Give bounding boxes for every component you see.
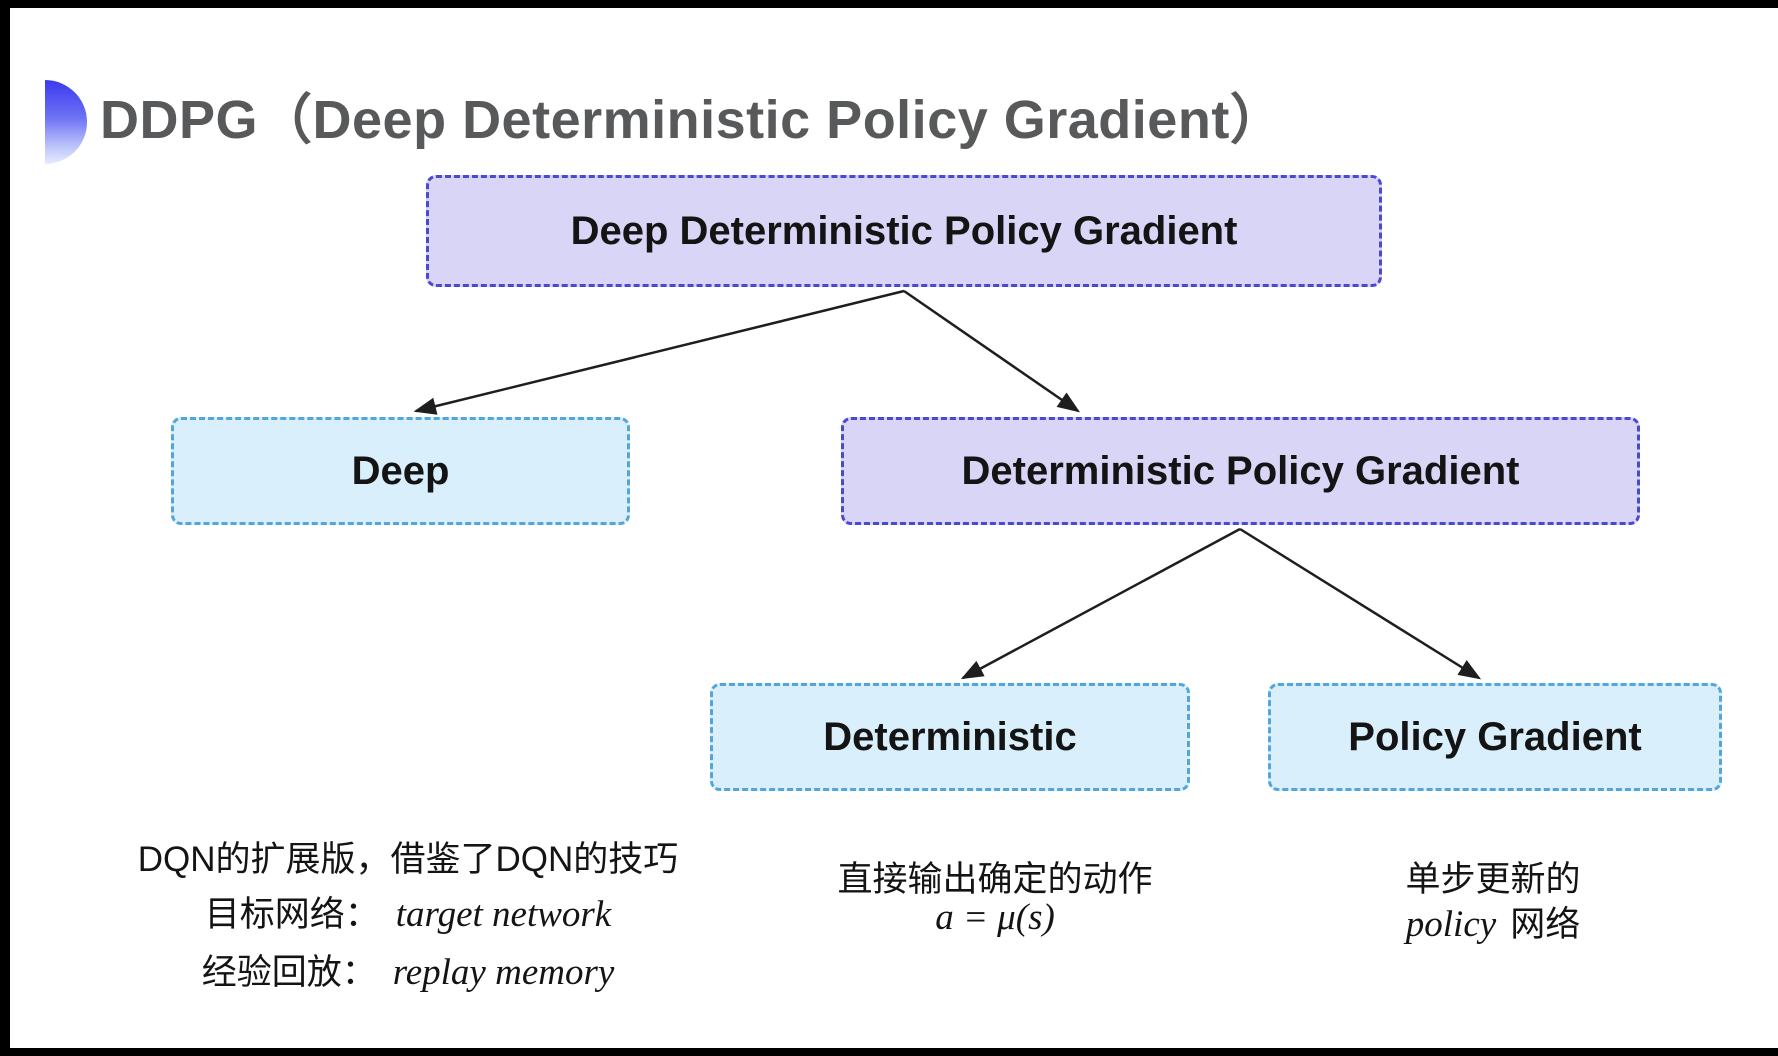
node-label: Policy Gradient [1348, 714, 1642, 759]
node-label: Deterministic [823, 714, 1077, 759]
note-deep-line1: DQN的扩展版，借鉴了DQN的技巧 [137, 840, 679, 879]
note-policy-gradient-line2: policy 网络 [1293, 896, 1693, 947]
note-deep-line2: 目标网络： target network [118, 886, 698, 937]
node-deep: Deep [171, 417, 630, 525]
arrow-dpg-to-policy-gradient [1239, 527, 1482, 680]
node-ddpg-root: Deep Deterministic Policy Gradient [426, 175, 1382, 287]
note-deterministic-line1: 直接输出确定的动作 [837, 860, 1153, 899]
note-value-replay-memory: replay memory [392, 952, 615, 993]
note-label-replay-memory: 经验回放： [201, 953, 377, 992]
note-policy-word: policy [1405, 904, 1497, 945]
node-deterministic: Deterministic [710, 683, 1190, 791]
note-network-word: 网络 [1510, 905, 1581, 944]
frame-edge-top [0, 0, 1778, 8]
note-value-target-network: target network [395, 894, 612, 935]
frame-edge-left [0, 0, 10, 1056]
node-deterministic-policy-gradient: Deterministic Policy Gradient [841, 417, 1640, 525]
node-label: Deep [351, 448, 450, 493]
note-policy-gradient-line1: 单步更新的 [1405, 860, 1581, 899]
note-label-target-network: 目标网络： [204, 895, 380, 934]
node-label: Deep Deterministic Policy Gradient [570, 208, 1238, 253]
node-policy-gradient: Policy Gradient [1268, 683, 1722, 791]
note-deterministic-formula: a = μ(s) [935, 897, 1055, 938]
arrow-root-to-deep [413, 289, 905, 415]
arrow-root-to-dpg [903, 289, 1081, 413]
frame-edge-bottom [0, 1048, 1778, 1056]
half-circle-icon [45, 80, 87, 164]
arrow-dpg-to-deterministic [960, 527, 1241, 680]
note-deep-line3: 经验回放： replay memory [118, 944, 698, 995]
node-label: Deterministic Policy Gradient [961, 448, 1520, 493]
page-title: DDPG（Deep Deterministic Policy Gradient） [100, 90, 1285, 150]
